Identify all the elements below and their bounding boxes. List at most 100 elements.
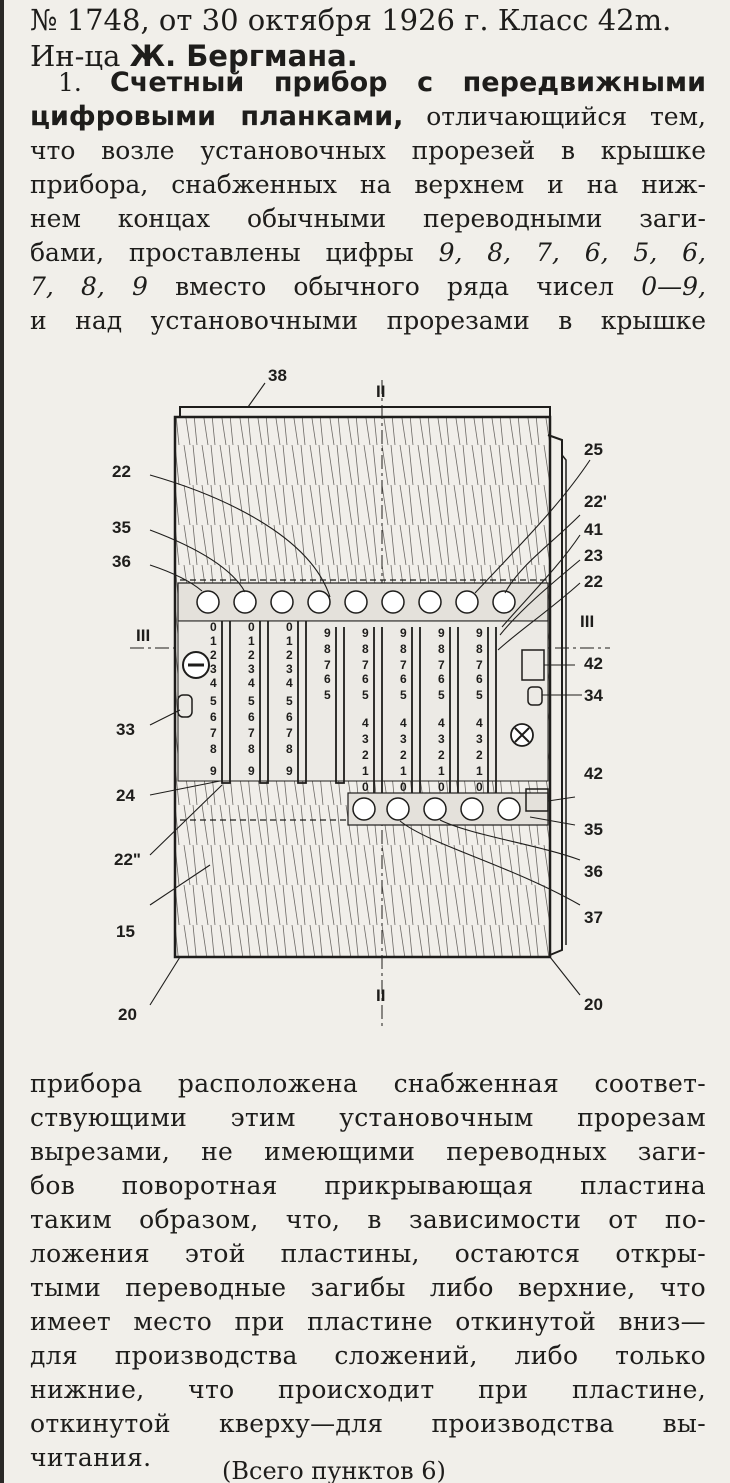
claim-line-6-digits: 9, 8, 7, 6, 5, 6,	[439, 238, 706, 267]
svg-text:1: 1	[362, 764, 369, 778]
patent-header: № 1748, от 30 октября 1926 г. Класс 42m.…	[30, 2, 706, 74]
label-25: 25	[584, 440, 603, 459]
svg-text:2: 2	[248, 648, 255, 662]
claim-line-4: прибора, снабженных на верхнем и на ниж-	[30, 168, 706, 202]
svg-text:9: 9	[438, 626, 445, 640]
claim-line-1: 1. Счетный прибор с передвижными	[30, 66, 706, 100]
svg-text:7: 7	[476, 658, 483, 672]
svg-text:6: 6	[248, 710, 255, 724]
claim-number: 1.	[58, 68, 82, 97]
svg-text:5: 5	[438, 688, 445, 702]
svg-text:8: 8	[324, 642, 331, 656]
svg-text:9: 9	[324, 626, 331, 640]
label-20-right: 20	[584, 995, 603, 1014]
tail-line-9: для производства сложений, либо только	[30, 1339, 706, 1373]
svg-text:9: 9	[476, 626, 483, 640]
tail-line-5: таким образом, что, в зависимости от по-	[30, 1203, 706, 1237]
digit-column-2: 0 1 2 3 4 5 6 7 8 9	[248, 620, 255, 778]
label-38: 38	[268, 366, 287, 385]
label-41: 41	[584, 520, 603, 539]
top-bar-38	[180, 407, 550, 417]
svg-text:8: 8	[210, 742, 217, 756]
svg-text:0: 0	[286, 620, 293, 634]
svg-text:2: 2	[286, 648, 293, 662]
label-42-upper: 42	[584, 654, 603, 673]
claim-line-6: бами, проставлены цифры 9, 8, 7, 6, 5, 6…	[30, 236, 706, 270]
claims-count-footer: (Всего пунктов 6)	[222, 1457, 446, 1483]
svg-text:8: 8	[248, 742, 255, 756]
svg-text:8: 8	[286, 742, 293, 756]
svg-text:5: 5	[476, 688, 483, 702]
svg-text:7: 7	[400, 658, 407, 672]
claim-continuation: прибора расположена снабженная соответ- …	[30, 1067, 706, 1475]
claim-title-part-1: Счетный прибор с передвижными	[110, 67, 706, 98]
digit-column-1: 0 1 2 3 4 5 6 7 8 9	[210, 620, 217, 778]
claim-line-2: цифровыми планками, отличающийся тем,	[30, 100, 706, 134]
svg-text:4: 4	[400, 716, 407, 730]
svg-text:6: 6	[286, 710, 293, 724]
label-24: 24	[116, 786, 135, 805]
label-20-left: 20	[118, 1005, 137, 1024]
claim-text: 1. Счетный прибор с передвижными цифровы…	[30, 66, 706, 338]
svg-text:7: 7	[286, 726, 293, 740]
svg-text:1: 1	[476, 764, 483, 778]
svg-text:4: 4	[210, 676, 217, 690]
svg-text:5: 5	[362, 688, 369, 702]
label-36-right: 36	[584, 862, 603, 881]
label-36-left: 36	[112, 552, 131, 571]
svg-text:4: 4	[362, 716, 369, 730]
label-33: 33	[116, 720, 135, 739]
tail-line-1: прибора расположена снабженная соответ-	[30, 1067, 706, 1101]
tail-line-4: бов поворотная прикрывающая пластина	[30, 1169, 706, 1203]
label-15: 15	[116, 922, 135, 941]
svg-text:5: 5	[400, 688, 407, 702]
claim-line-7-digits: 7, 8, 9	[30, 272, 148, 301]
svg-text:6: 6	[324, 672, 331, 686]
svg-text:2: 2	[210, 648, 217, 662]
svg-text:3: 3	[248, 662, 255, 676]
label-42-lower: 42	[584, 764, 603, 783]
label-section-left: III	[136, 626, 150, 645]
svg-text:6: 6	[438, 672, 445, 686]
svg-text:3: 3	[476, 732, 483, 746]
svg-text:6: 6	[362, 672, 369, 686]
claim-line-7-mid: вместо обычного ряда чисел	[175, 272, 614, 301]
patent-drawing: 0 1 2 3 4 5 6 7 8 9 0 1 2 3 4 5	[110, 365, 630, 1035]
svg-text:1: 1	[248, 634, 255, 648]
svg-text:1: 1	[210, 634, 217, 648]
svg-text:9: 9	[400, 626, 407, 640]
patent-number-line: № 1748, от 30 октября 1926 г. Класс 42m.	[30, 2, 706, 38]
svg-text:7: 7	[210, 726, 217, 740]
label-37: 37	[584, 908, 603, 927]
label-22-right: 22	[584, 572, 603, 591]
label-35-left: 35	[112, 518, 131, 537]
svg-text:0: 0	[210, 620, 217, 634]
tail-line-2: ствующими этим установочным прорезам	[30, 1101, 706, 1135]
tail-line-8: имеет место при пластине откинутой вниз—	[30, 1305, 706, 1339]
tail-line-6: ложения этой пластины, остаются откры-	[30, 1237, 706, 1271]
label-22-double-prime: 22"	[114, 850, 141, 869]
svg-text:8: 8	[438, 642, 445, 656]
svg-text:5: 5	[286, 694, 293, 708]
svg-text:7: 7	[248, 726, 255, 740]
digit-column-4: 9 8 7 6 5	[324, 626, 331, 702]
svg-text:6: 6	[476, 672, 483, 686]
svg-text:1: 1	[438, 764, 445, 778]
svg-text:4: 4	[248, 676, 255, 690]
svg-text:3: 3	[286, 662, 293, 676]
label-22-left: 22	[112, 462, 131, 481]
svg-text:7: 7	[324, 658, 331, 672]
svg-text:4: 4	[476, 716, 483, 730]
svg-text:7: 7	[438, 658, 445, 672]
svg-text:8: 8	[400, 642, 407, 656]
svg-text:0: 0	[476, 780, 483, 794]
svg-text:3: 3	[362, 732, 369, 746]
claim-line-5: нем концах обычными переводными заги-	[30, 202, 706, 236]
svg-text:6: 6	[210, 710, 217, 724]
claim-line-8: и над установочными прорезами в крышке	[30, 304, 706, 338]
svg-text:5: 5	[324, 688, 331, 702]
label-34: 34	[584, 686, 603, 705]
claim-line-7: 7, 8, 9 вместо обычного ряда чисел 0—9,	[30, 270, 706, 304]
svg-text:3: 3	[400, 732, 407, 746]
